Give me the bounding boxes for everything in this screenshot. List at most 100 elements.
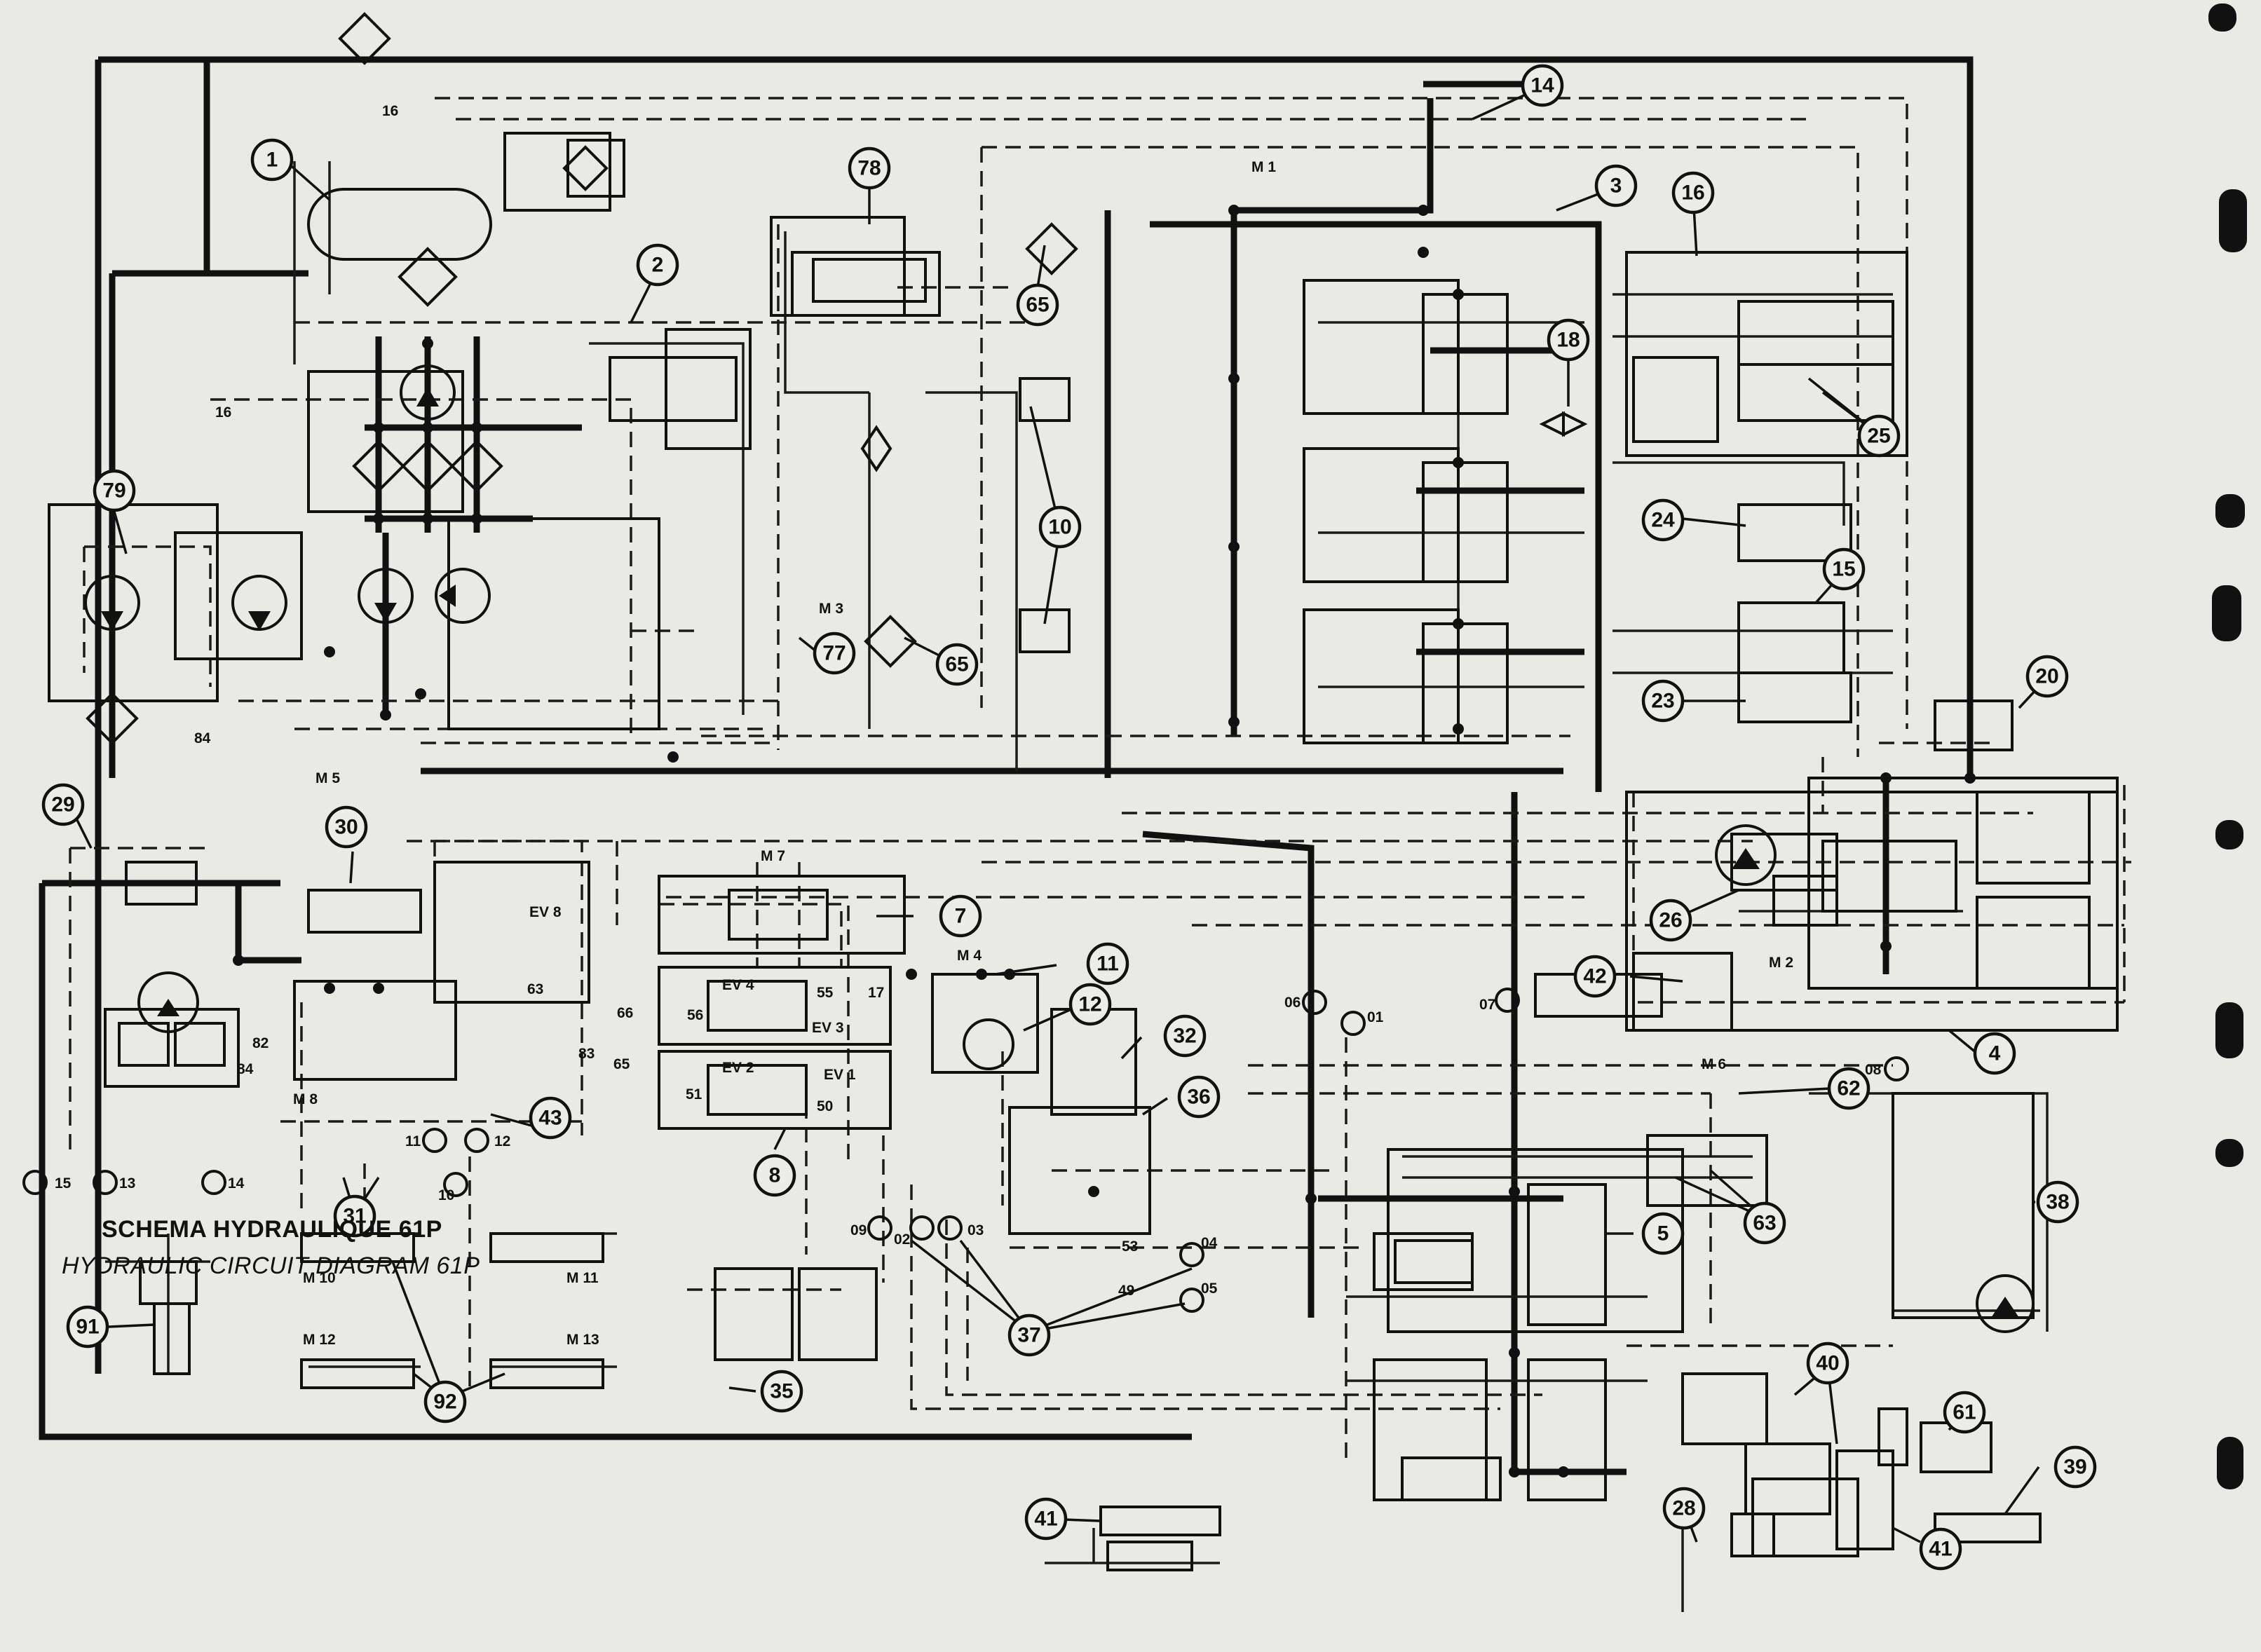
binder-hole [2215, 494, 2245, 528]
callout-marker: 30 [325, 805, 368, 849]
callout-label: 3 [1610, 175, 1622, 198]
callout-markers: 1 2 3 14 16 18 25 24 15 23 20 78 65 10 7… [41, 64, 2097, 1571]
binder-hole [2208, 4, 2236, 32]
port-label: 08 [1865, 1062, 1882, 1078]
callout-marker: 41 [1024, 1497, 1068, 1541]
callout-marker: 26 [1649, 899, 1692, 942]
title-english: HYDRAULIC CIRCUIT DIAGRAM 61P [62, 1252, 480, 1279]
binder-hole [2215, 1002, 2243, 1058]
callout-marker: 29 [41, 783, 85, 826]
port-label: M 11 [566, 1270, 599, 1286]
callout-marker: 11 [1086, 942, 1129, 985]
callout-marker: 24 [1641, 498, 1685, 542]
callout-marker: 12 [1068, 983, 1112, 1026]
callout-marker: 35 [760, 1370, 803, 1413]
callout-label: 42 [1583, 965, 1606, 988]
port-label: 02 [894, 1231, 910, 1248]
callout-label: 41 [1929, 1538, 1952, 1561]
callout-label: 11 [1096, 953, 1119, 976]
port-label: 14 [228, 1175, 245, 1192]
port-label: 09 [850, 1222, 867, 1238]
callout-label: 65 [945, 653, 968, 676]
callout-marker: 31 [333, 1194, 376, 1238]
port-label: 50 [817, 1098, 833, 1114]
callout-label: 5 [1657, 1222, 1669, 1245]
callout-label: 4 [1989, 1042, 2001, 1065]
callout-marker: 43 [529, 1096, 572, 1140]
port-label: 82 [252, 1035, 269, 1051]
callout-label: 23 [1651, 690, 1674, 713]
callout-label: 18 [1556, 329, 1580, 352]
port-label: M 2 [1769, 955, 1793, 971]
port-label: 55 [817, 985, 834, 1001]
callout-marker: 10 [1038, 505, 1082, 549]
port-label: M 3 [819, 601, 843, 617]
binder-hole [2217, 1437, 2243, 1489]
callout-marker: 77 [813, 632, 856, 675]
callout-marker: 1 [250, 138, 294, 182]
callout-label: 14 [1530, 74, 1554, 97]
port-label: M 1 [1251, 159, 1276, 175]
port-label: EV 3 [812, 1020, 844, 1036]
callout-marker: 25 [1857, 414, 1901, 458]
callout-marker: 28 [1662, 1487, 1706, 1530]
callout-label: 41 [1034, 1508, 1057, 1531]
port-label: 12 [494, 1133, 510, 1149]
callout-marker: 20 [2025, 655, 2069, 698]
callout-marker: 92 [423, 1380, 467, 1424]
callout-label: 61 [1953, 1401, 1976, 1424]
callout-marker: 42 [1573, 955, 1617, 998]
callout-marker: 62 [1827, 1067, 1870, 1110]
port-label: EV 1 [824, 1067, 856, 1083]
callout-marker: 7 [939, 894, 982, 938]
callout-label: 92 [433, 1391, 456, 1414]
port-label: 11 [405, 1133, 421, 1149]
callout-label: 38 [2046, 1191, 2069, 1214]
callout-label: 20 [2035, 665, 2058, 688]
port-label: M 8 [293, 1091, 318, 1107]
callout-label: 78 [857, 157, 881, 180]
callout-label: 65 [1026, 294, 1049, 317]
callout-marker: 39 [2053, 1445, 2097, 1489]
binder-hole [2219, 189, 2247, 252]
callout-marker: 2 [636, 243, 679, 287]
binder-hole [2215, 820, 2243, 849]
callout-marker: 32 [1163, 1014, 1207, 1058]
port-label: 03 [967, 1222, 984, 1238]
port-label: 63 [527, 981, 543, 997]
port-label: 16 [215, 404, 231, 421]
callout-label: 26 [1659, 909, 1682, 932]
port-label: 49 [1118, 1283, 1134, 1299]
callout-marker: 36 [1177, 1075, 1221, 1119]
callout-marker: 78 [848, 146, 891, 190]
callout-label: 30 [334, 816, 358, 839]
port-label: EV 4 [722, 977, 754, 993]
port-label: M 6 [1702, 1056, 1726, 1072]
callout-marker: 63 [1743, 1201, 1786, 1245]
callout-label: 32 [1173, 1025, 1196, 1048]
callout-label: 79 [102, 479, 125, 503]
port-label: 84 [194, 730, 211, 746]
port-label: 04 [1201, 1235, 1218, 1251]
callout-marker: 79 [93, 469, 136, 512]
callout-label: 16 [1681, 182, 1704, 205]
callout-label: 63 [1753, 1212, 1776, 1235]
port-label: 10 [438, 1187, 454, 1203]
callout-marker: 23 [1641, 679, 1685, 723]
callout-label: 35 [770, 1380, 793, 1403]
title-french: SCHEMA HYDRAULIQUE 61P [102, 1216, 442, 1243]
port-label: 66 [617, 1005, 633, 1021]
callout-label: 12 [1078, 993, 1101, 1016]
port-label: M 5 [315, 770, 340, 786]
port-label: 84 [237, 1061, 254, 1077]
port-labels: M 1 M 2 M 3 M 4 M 5 M 6 M 7 M 8 M 10 M 1… [55, 103, 1882, 1348]
callout-marker: 41 [1919, 1527, 1962, 1571]
callout-label: 36 [1187, 1086, 1210, 1109]
port-label: 06 [1284, 995, 1301, 1011]
callout-label: 28 [1672, 1497, 1695, 1520]
port-label: 53 [1122, 1238, 1138, 1255]
callout-label: 29 [51, 793, 74, 817]
callout-label: 62 [1837, 1077, 1860, 1100]
callout-marker: 15 [1822, 547, 1866, 591]
port-label: M 12 [303, 1332, 336, 1348]
